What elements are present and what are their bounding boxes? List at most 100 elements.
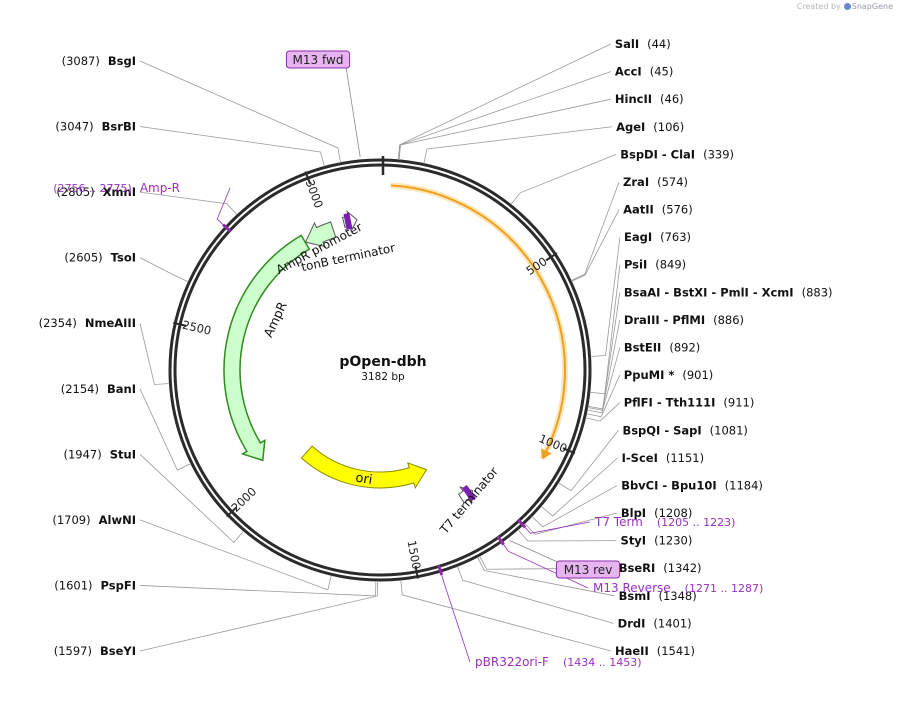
primer-leader-pbr322ori-f bbox=[441, 574, 471, 663]
site-name: BstEII bbox=[624, 341, 662, 355]
boxed-primer-leader bbox=[509, 540, 563, 565]
site-name: HaeII bbox=[615, 644, 649, 658]
plasmid-size: 3182 bp bbox=[361, 371, 405, 383]
boxed-primer-leader bbox=[345, 66, 361, 157]
site-name: BspDI - ClaI bbox=[620, 147, 695, 161]
site-leader-agei bbox=[423, 126, 613, 164]
primer-name: M13 Reverse bbox=[593, 581, 671, 595]
site-label-alwni: (1709)AlwNI bbox=[52, 513, 136, 527]
primer-range: (1271 .. 1287) bbox=[685, 582, 764, 595]
site-name: DraIII - PflMI bbox=[624, 313, 705, 327]
primer-label-amp-r: (2756 .. 2775)Amp-R bbox=[53, 181, 180, 195]
site-leader-zrai bbox=[570, 181, 620, 281]
site-leader-bseyi bbox=[139, 580, 378, 652]
site-name: AgeI bbox=[616, 120, 645, 134]
primer-leader-amp-r bbox=[216, 187, 231, 225]
site-label-psii: PsiI (849) bbox=[624, 258, 686, 272]
site-number: (45) bbox=[650, 65, 674, 79]
site-number: (2605) bbox=[64, 251, 102, 265]
site-label-sali: SalI(44) bbox=[615, 37, 671, 51]
site-name: SalI bbox=[615, 37, 639, 51]
site-name: BspQI - SapI bbox=[622, 423, 701, 437]
site-leader-sali bbox=[397, 43, 612, 160]
site-label-aatii: AatII(576) bbox=[623, 203, 693, 217]
site-leader-bsaai bbox=[587, 292, 621, 410]
site-leader-psii bbox=[589, 264, 621, 395]
site-leader-bsteii bbox=[587, 347, 621, 414]
tick-label-2000: 2000 bbox=[228, 484, 259, 514]
snapgene-logo-icon bbox=[843, 3, 851, 10]
t7-terminator-stem bbox=[461, 484, 476, 502]
site-leader-pflfi bbox=[585, 402, 621, 422]
site-number: (1401) bbox=[653, 616, 691, 630]
site-number: (1541) bbox=[657, 644, 695, 658]
site-label-tsoi: (2605)TsoI bbox=[64, 251, 136, 265]
ampr-promoter-arrow bbox=[304, 221, 337, 248]
primer-mark-amp-r bbox=[222, 223, 232, 233]
site-name: BsrBI bbox=[102, 120, 136, 134]
site-number: (3087) bbox=[62, 54, 100, 68]
primer-mark-m13-reverse bbox=[496, 535, 505, 546]
primer-leader-t7-term bbox=[524, 521, 591, 534]
site-name: EagI bbox=[624, 230, 652, 244]
site-name: BsaAI - BstXI - PmlI - XcmI bbox=[624, 285, 794, 299]
site-label-eagi: EagI(763) bbox=[624, 230, 691, 244]
site-leader-blpi bbox=[524, 512, 617, 535]
site-label-bsmi: BsmI(1348) bbox=[619, 589, 697, 603]
site-leader-bani bbox=[139, 388, 192, 471]
site-label-stui: (1947) StuI bbox=[64, 447, 137, 461]
primer-mark-pbr322ori-f bbox=[437, 564, 444, 576]
tick-mark-1500 bbox=[414, 565, 419, 579]
site-label-acci: AccI(45) bbox=[615, 65, 673, 79]
site-number: (1601) bbox=[54, 578, 92, 592]
site-label-bsaai: BsaAI - BstXI - PmlI - XcmI(883) bbox=[624, 285, 833, 299]
site-number: (1947) bbox=[64, 447, 102, 461]
site-leader-bsmi bbox=[477, 556, 615, 597]
site-label-nmeaiii: (2354)NmeAIII bbox=[39, 316, 136, 330]
site-name: PspFI bbox=[101, 578, 136, 592]
site-number: (901) bbox=[682, 368, 713, 382]
site-number: (1597) bbox=[54, 644, 92, 658]
boxed-primer-box bbox=[285, 50, 351, 69]
site-leader-nmeaiii bbox=[139, 323, 170, 385]
tick-mark-1000 bbox=[562, 447, 576, 455]
site-name: BanI bbox=[107, 382, 136, 396]
site-label-bsgi: (3087) BsgI bbox=[62, 54, 136, 68]
primer-label-m13-reverse: M13 Reverse (1271 .. 1287) bbox=[593, 581, 763, 595]
open-reading-frame-line bbox=[390, 184, 566, 457]
primer-label-t7-term: T7 Term(1205 .. 1223) bbox=[594, 515, 735, 529]
site-name: PsiI bbox=[624, 258, 647, 272]
site-layer: SalI(44) AccI(45) HincII(46) AgeI(106) BspDI… bbox=[39, 37, 833, 658]
site-leader-bsgi bbox=[139, 60, 342, 163]
site-name: BseRI bbox=[619, 561, 656, 575]
primer-range: (2756 .. 2775) bbox=[53, 182, 132, 195]
site-leader-styi bbox=[517, 529, 617, 542]
tick-label-3000: 3000 bbox=[303, 178, 326, 210]
site-label-agei: AgeI(106) bbox=[616, 120, 684, 134]
site-number: (1230) bbox=[654, 534, 692, 548]
feature-ampr: AmpR bbox=[223, 234, 311, 462]
site-name: BlpI bbox=[621, 506, 646, 520]
site-label-bbvci: BbvCI - Bpu10I(1184) bbox=[621, 478, 763, 492]
site-number: (1348) bbox=[658, 589, 696, 603]
ampr-label: AmpR bbox=[260, 299, 290, 339]
site-leader-haeii bbox=[400, 579, 612, 652]
site-name: XmnI bbox=[103, 185, 136, 199]
site-name: BsgI bbox=[108, 54, 136, 68]
site-label-hincii: HincII(46) bbox=[615, 92, 684, 106]
primer-layer: T7 Term(1205 .. 1223) M13 Reverse (1271 ..… bbox=[53, 50, 763, 669]
site-label-bani: (2154)BanI bbox=[61, 382, 136, 396]
open-reading-frame-halo bbox=[390, 182, 568, 461]
site-number: (911) bbox=[723, 396, 754, 410]
site-label-bspdi: BspDI - ClaI (339) bbox=[620, 147, 734, 161]
site-label-bspqi: BspQI - SapI(1081) bbox=[622, 423, 747, 437]
site-name: StuI bbox=[110, 447, 136, 461]
plasmid-title: pOpen-dbh 3182 bp bbox=[339, 354, 426, 383]
site-number: (849) bbox=[655, 258, 686, 272]
site-leader-bbvci bbox=[531, 485, 618, 528]
site-number: (886) bbox=[713, 313, 744, 327]
site-leader-ppumi bbox=[586, 374, 621, 418]
site-number: (339) bbox=[703, 147, 734, 161]
primer-mark-t7-term bbox=[517, 519, 527, 529]
